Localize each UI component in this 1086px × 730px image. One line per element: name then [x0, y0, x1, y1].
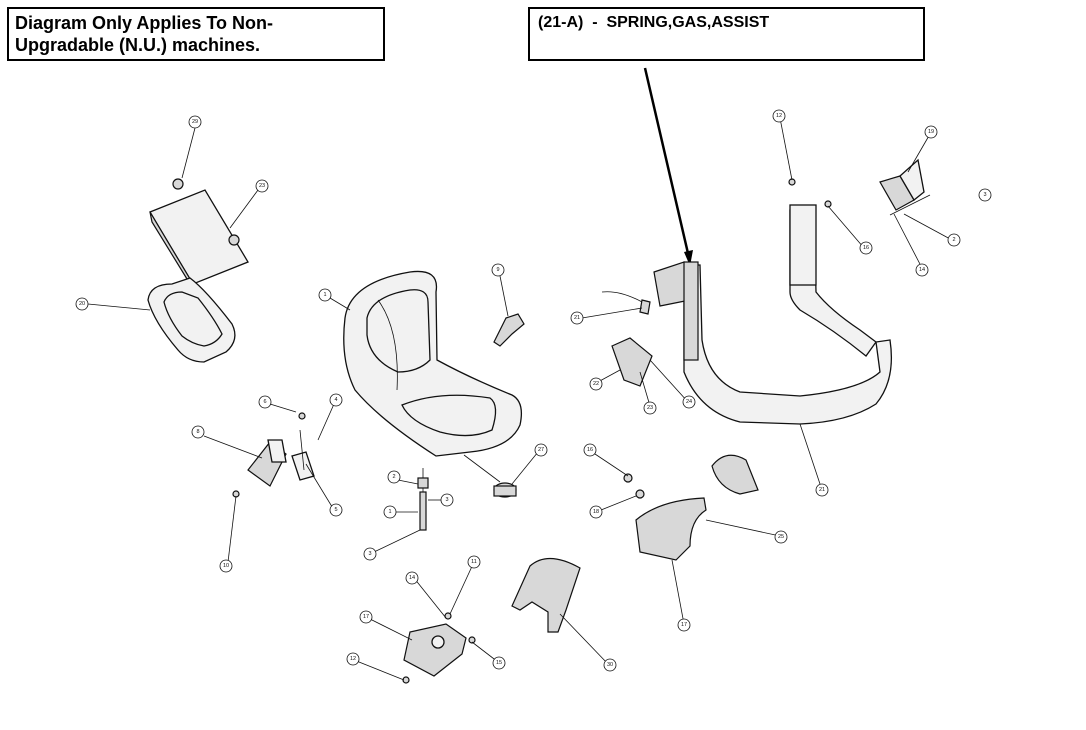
seat	[343, 270, 523, 531]
part-number: 2	[392, 474, 395, 480]
note-line-1: Diagram Only Applies To Non-	[15, 13, 274, 33]
part-bubble: 12	[772, 109, 786, 123]
part-number: 9	[496, 267, 499, 273]
part-bubble: 14	[405, 571, 419, 585]
note-line-2: Upgradable (N.U.) machines.	[15, 35, 261, 55]
part-number: 3	[368, 551, 371, 557]
leader-lines	[87, 117, 953, 681]
part-number: 16	[587, 447, 593, 453]
part-bubble: 12	[346, 652, 360, 666]
part-bubble: 16	[859, 241, 873, 255]
part-number: 22	[593, 381, 599, 387]
cover-17	[635, 497, 707, 561]
part-bubble: 23	[643, 401, 657, 415]
part-bubble: 21	[570, 311, 584, 325]
applicability-note: Diagram Only Applies To Non- Upgradable …	[7, 7, 385, 61]
part-number: 5	[334, 507, 337, 513]
part-number: 29	[192, 119, 198, 125]
part-bubble: 2	[387, 470, 401, 484]
part-number: 2	[952, 237, 955, 243]
part-bubble: 11	[467, 555, 481, 569]
part-number: 14	[409, 575, 415, 581]
switch-frame	[147, 277, 236, 363]
part-number: 23	[647, 405, 653, 411]
part-bubble: 10	[219, 559, 233, 573]
switch-assembly	[232, 412, 315, 498]
bracket-top-right	[879, 158, 931, 216]
part-bubble: 17	[677, 618, 691, 632]
part-bubble: 8	[191, 425, 205, 439]
part-number: 21	[574, 315, 580, 321]
cup-bushing	[493, 482, 517, 498]
part-bubble: 16	[583, 443, 597, 457]
part-bubble: 17	[359, 610, 373, 624]
part-bubble: 2	[947, 233, 961, 247]
part-bubble: 20	[75, 297, 89, 311]
part-bubble: 1	[383, 505, 397, 519]
part-number: 1	[323, 292, 326, 298]
part-bubble: 29	[188, 115, 202, 129]
part-bubble: 4	[329, 393, 343, 407]
cover-30	[511, 557, 581, 633]
bracket-25	[711, 454, 759, 495]
part-number: 18	[593, 509, 599, 515]
part-number: 16	[863, 245, 869, 251]
part-bubble: 19	[924, 125, 938, 139]
part-number: 12	[350, 656, 356, 662]
part-bubble: 3	[978, 188, 992, 202]
part-number: 25	[778, 534, 784, 540]
small-bracket	[493, 313, 525, 347]
bracket-22	[611, 337, 653, 387]
part-bubble: 21	[815, 483, 829, 497]
part-number: 14	[919, 267, 925, 273]
part-bubble: 27	[534, 443, 548, 457]
part-number: 10	[223, 563, 229, 569]
part-bubble: 5	[329, 503, 343, 517]
part-number: 15	[496, 660, 502, 666]
part-bubble: 6	[258, 395, 272, 409]
part-number: 8	[196, 429, 199, 435]
part-bubble: 30	[603, 658, 617, 672]
bracket-bottom	[403, 623, 467, 677]
part-bubbles: 29 23 20 1 9 6 4 8 5 10 2 3 1 3 27 21 12…	[75, 109, 992, 672]
part-number: 20	[79, 301, 85, 307]
part-number: 1	[388, 509, 391, 515]
part-number: 24	[686, 399, 692, 405]
part-bubble: 3	[440, 493, 454, 507]
part-number: 19	[928, 129, 934, 135]
part-number: 30	[607, 662, 613, 668]
part-number: 4	[334, 397, 337, 403]
seat-support-frame	[601, 204, 893, 425]
part-bubble: 15	[492, 656, 506, 670]
part-bubble: 18	[589, 505, 603, 519]
callout-label: (21-A) - SPRING,GAS,ASSIST	[538, 14, 770, 31]
part-number: 21	[819, 487, 825, 493]
part-number: 6	[263, 399, 266, 405]
part-number: 12	[776, 113, 782, 119]
part-number: 17	[363, 614, 369, 620]
part-bubble: 1	[318, 288, 332, 302]
part-bubble: 24	[682, 395, 696, 409]
part-bubble: 9	[491, 263, 505, 277]
part-bubble: 25	[774, 530, 788, 544]
mounting-plate	[149, 178, 249, 293]
part-bubble: 3	[363, 547, 377, 561]
part-number: 23	[259, 183, 265, 189]
part-bubble: 23	[255, 179, 269, 193]
part-bubble: 22	[589, 377, 603, 391]
part-number: 27	[538, 447, 544, 453]
callout-leader	[643, 67, 692, 263]
part-bubble: 14	[915, 263, 929, 277]
part-number: 17	[681, 622, 687, 628]
part-number: 3	[445, 497, 448, 503]
part-number: 11	[471, 559, 477, 565]
gas-spring-callout: (21-A) - SPRING,GAS,ASSIST	[528, 7, 925, 61]
part-number: 3	[983, 192, 986, 198]
